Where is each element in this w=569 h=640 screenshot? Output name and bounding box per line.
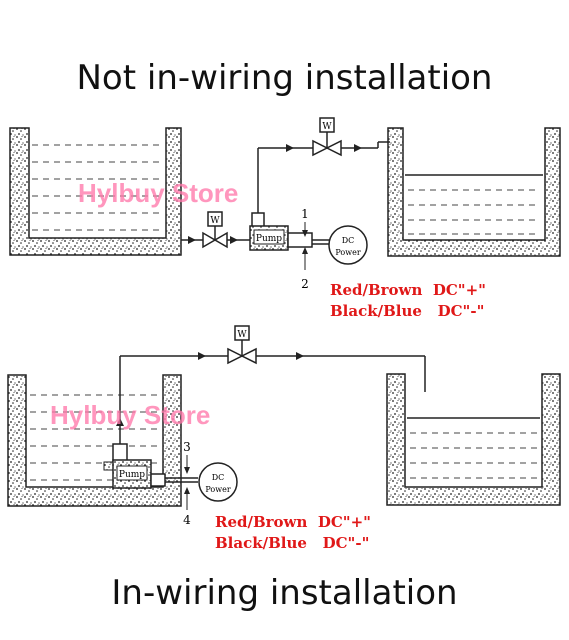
water-lines <box>408 189 540 235</box>
watermark-top: Hylbuy Store <box>78 178 239 208</box>
piping-bottom <box>119 355 426 445</box>
wiring-legend-top: Red/Brown DC"+" Black/Blue DC"-" <box>330 280 486 322</box>
pump-label: Pump <box>256 234 282 244</box>
valve-label: W <box>322 122 332 132</box>
title-not-in-wiring: Not in-wiring installation <box>76 58 493 98</box>
legend-positive-wire: Red/Brown <box>330 281 423 299</box>
dc-power-bottom: DC Power <box>198 462 238 502</box>
solenoid-valve-bottom: W <box>227 325 257 365</box>
svg-text:DC: DC <box>212 473 225 482</box>
pump-bottom: Pump <box>103 443 198 489</box>
target-tank-top <box>387 127 561 257</box>
callout-1: 1 <box>301 207 309 237</box>
title-in-wiring: In-wiring installation <box>111 573 458 613</box>
callout-4: 4 <box>183 487 191 527</box>
callout-3: 3 <box>183 440 191 474</box>
source-tank-bottom <box>7 374 182 507</box>
legend-negative-wire: Black/Blue <box>330 302 422 320</box>
svg-text:3: 3 <box>183 440 191 454</box>
wiring-legend-bottom: Red/Brown DC"+" Black/Blue DC"-" <box>215 512 371 554</box>
svg-text:1: 1 <box>301 207 309 221</box>
dc-power-top: DC Power <box>328 225 368 265</box>
valve-label: W <box>210 216 220 226</box>
legend-positive-value: DC"+" <box>432 281 486 299</box>
solenoid-valve-top-upper: W <box>312 117 342 157</box>
svg-text:Power: Power <box>205 485 230 494</box>
legend-negative-value: DC"-" <box>437 302 485 320</box>
svg-text:Power: Power <box>335 248 360 257</box>
svg-text:DC: DC <box>342 236 355 245</box>
legend-positive-wire: Red/Brown <box>215 513 308 531</box>
pump-top: Pump <box>249 212 330 251</box>
source-tank-top <box>9 127 182 256</box>
legend-positive-value: DC"+" <box>317 513 371 531</box>
legend-negative-value: DC"-" <box>322 534 370 552</box>
water-lines <box>410 432 537 479</box>
svg-text:4: 4 <box>183 513 191 527</box>
legend-negative-wire: Black/Blue <box>215 534 307 552</box>
valve-label: W <box>237 330 247 340</box>
flow-arrows-bottom <box>116 352 304 426</box>
target-tank-bottom <box>386 373 561 506</box>
solenoid-valve-top-lower: W <box>202 211 228 249</box>
watermark-bottom: Hylbuy Store <box>50 400 211 430</box>
svg-text:2: 2 <box>301 277 309 291</box>
callout-2: 2 <box>301 247 309 291</box>
flow-arrows-top <box>188 144 362 244</box>
pump-label: Pump <box>119 470 145 480</box>
